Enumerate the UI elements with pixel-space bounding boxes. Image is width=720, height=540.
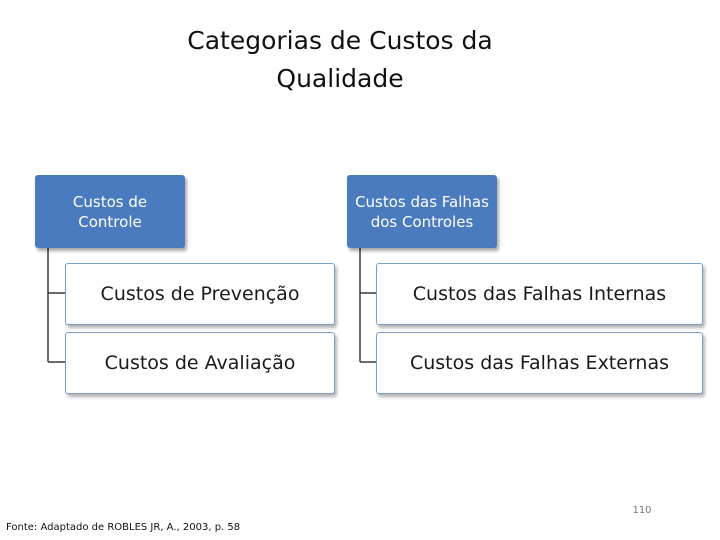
page-number: 110	[632, 505, 652, 516]
box-custos-de-prevencao: Custos de Prevenção	[65, 263, 335, 325]
header-line-1: Custos de	[72, 192, 148, 211]
connector-falhas	[359, 248, 376, 363]
slide-title: Categorias de Custos da Qualidade	[140, 22, 540, 98]
title-line-2: Qualidade	[276, 64, 404, 93]
source-citation: Fonte: Adaptado de ROBLES JR, A., 2003, …	[6, 522, 241, 533]
box-custos-falhas-internas: Custos das Falhas Internas	[376, 263, 703, 325]
box-custos-falhas-externas: Custos das Falhas Externas	[376, 332, 703, 394]
title-line-1: Categorias de Custos da	[187, 26, 493, 55]
box-custos-de-avaliacao: Custos de Avaliação	[65, 332, 335, 394]
header-line-2: Controle	[78, 212, 142, 231]
header-line-2: dos Controles	[370, 212, 474, 231]
header-line-1: Custos das Falhas	[355, 192, 489, 211]
header-custos-das-falhas: Custos das Falhas dos Controles	[347, 175, 497, 248]
header-custos-de-controle: Custos de Controle	[35, 175, 185, 248]
connector-controle	[47, 248, 65, 363]
